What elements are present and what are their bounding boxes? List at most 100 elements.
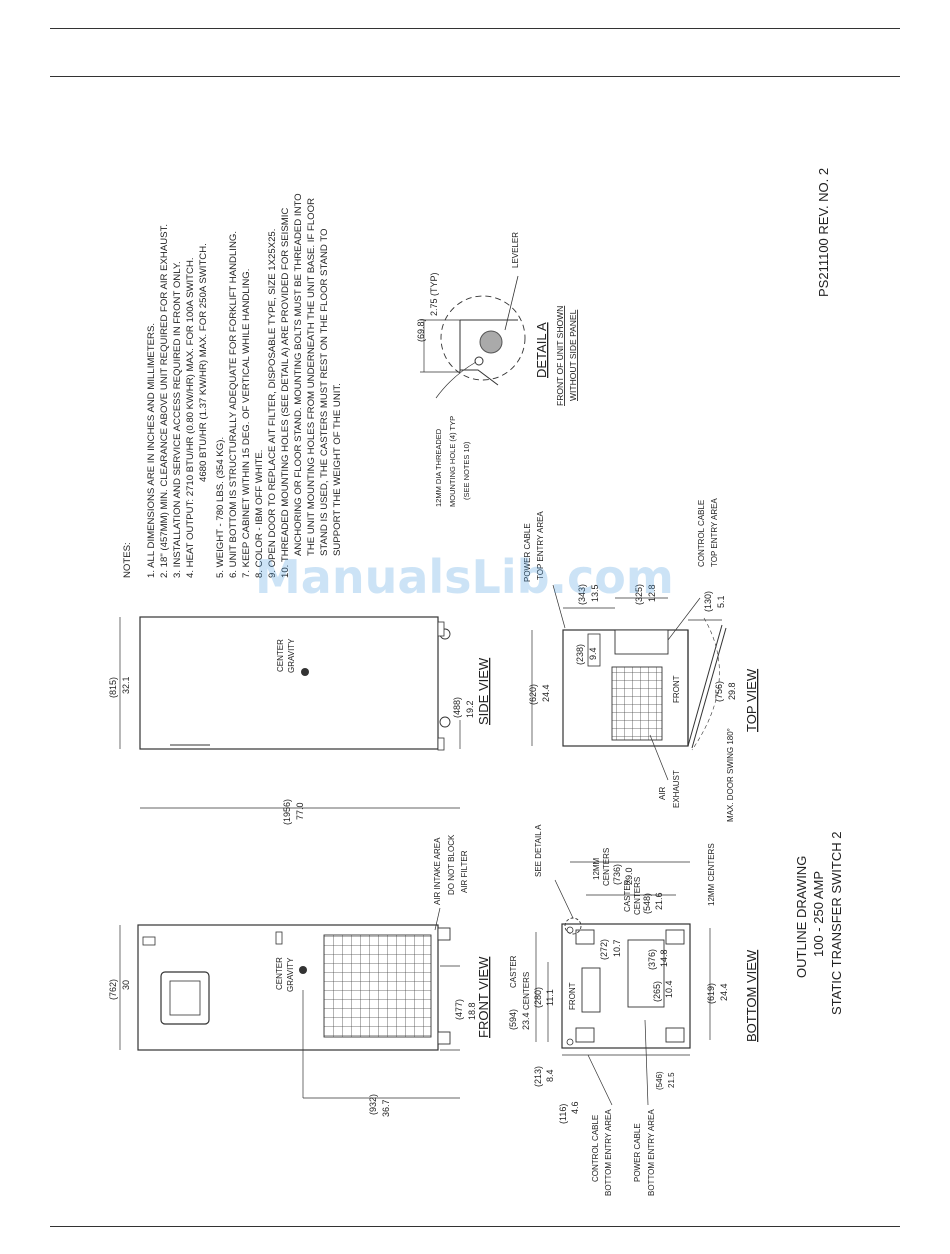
front-label: FRONT xyxy=(568,982,577,1010)
gravity-label: GRAVITY xyxy=(286,957,295,992)
center-gravity-icon xyxy=(299,966,307,974)
air-label: AIR xyxy=(658,786,667,800)
front-cg-in: 18.8 xyxy=(467,1002,477,1020)
document-number: PS211100 REV. NO. 2 xyxy=(816,168,831,297)
top-dim: (620) xyxy=(528,684,538,705)
bottom-dim: 21.6 xyxy=(654,892,664,910)
top-dim: (130) xyxy=(703,591,713,612)
bottom-dim: CENTERS xyxy=(522,972,531,1010)
side-view-label: SIDE VIEW xyxy=(476,657,491,725)
note-line: 10. THREADED MOUNTING HOLES (SEE DETAIL … xyxy=(280,208,291,578)
bottom-dim: 21.5 xyxy=(667,1072,676,1088)
see-detail-label: SEE DETAIL A xyxy=(534,824,543,877)
center-label: CENTER xyxy=(275,957,284,990)
title-line: STATIC TRANSFER SWITCH 2 xyxy=(829,832,844,1015)
side-cg-mm: (488) xyxy=(452,697,462,718)
bottom-rule xyxy=(50,1226,900,1227)
detail-a-dim-in: 2.75 (TYP) xyxy=(429,272,439,316)
top-power-cable-label: TOP ENTRY AREA xyxy=(536,511,545,580)
note-line: 4680 BTU/HR (1.37 KW/HR) MAX. FOR 250A S… xyxy=(198,243,209,482)
mounting-hole-icon xyxy=(474,356,484,366)
bottom-dim: 23.4 xyxy=(521,1012,531,1030)
air-intake-label: DO NOT BLOCK xyxy=(447,834,456,895)
note-line: STAND IS USED, THE CASTERS MUST REST ON … xyxy=(319,229,330,556)
title-line: 100 - 250 AMP xyxy=(811,871,826,957)
bottom-power-cable-label: POWER CABLE xyxy=(633,1123,642,1182)
bottom-view: SEE DETAIL A 12MM CENTERS (736) 29.0 CAS… xyxy=(508,824,759,1196)
top-dim: 29.8 xyxy=(727,682,737,700)
hole-note: 12MM DIA THREADED xyxy=(434,428,443,507)
bottom-dim: 14.8 xyxy=(659,949,669,967)
air-intake-label: AIR INTAKE AREA xyxy=(433,837,442,905)
note-line: SUPPORT THE WEIGHT OF THE UNIT. xyxy=(332,383,343,556)
gravity-label: GRAVITY xyxy=(287,638,296,673)
bottom-dim: CENTERS xyxy=(633,877,642,915)
bottom-dim: (376) xyxy=(647,949,657,970)
top-dim: 5.1 xyxy=(716,595,726,608)
side-height-mm: (1956) xyxy=(282,799,292,825)
hole-note: (SEE NOTES 10) xyxy=(462,441,471,500)
top-dim: (325) xyxy=(634,584,644,605)
top-dim: 13.5 xyxy=(590,584,600,602)
top-rule xyxy=(50,28,900,29)
side-view: (815) 32.1 (1956) 77.0 (488) 19.2 CENTER… xyxy=(108,616,491,825)
bottom-dim: (736) xyxy=(612,864,622,885)
leveler-label: LEVELER xyxy=(511,232,520,268)
detail-a-subtitle: FRONT OF UNIT SHOWN xyxy=(555,306,565,406)
top-control-cable-label: TOP ENTRY AREA xyxy=(710,498,719,567)
note-line: 9. OPEN DOOR TO REPLACE AIT FILTER, DISP… xyxy=(267,229,278,578)
front-width-in: 30 xyxy=(121,980,131,990)
bottom-dim: 8.4 xyxy=(545,1069,555,1082)
bottom-dim: 10.4 xyxy=(664,980,674,998)
bottom-dim: (548) xyxy=(642,893,652,914)
bottom-dim: (213) xyxy=(533,1066,543,1087)
note-line: 3. INSTALLATION AND SERVICE ACCESS REQUI… xyxy=(172,261,183,578)
leveler-icon xyxy=(479,330,503,354)
top-dim: 12.8 xyxy=(647,584,657,602)
note-line: 7. KEEP CABINET WITHIN 15 DEG. OF VERTIC… xyxy=(241,269,252,578)
top-control-cable-label: CONTROL CABLE xyxy=(697,500,706,567)
detail-a-dim-mm: (69.8) xyxy=(416,318,426,342)
note-line: 5. WEIGHT - 780 LBS. (354 KG). xyxy=(215,437,226,578)
bottom-power-cable-label: BOTTOM ENTRY AREA xyxy=(647,1109,656,1196)
title-block: OUTLINE DRAWING 100 - 250 AMP STATIC TRA… xyxy=(794,832,844,1015)
front-cg-mm: (477) xyxy=(454,999,464,1020)
detail-a: (69.8) 2.75 (TYP) LEVELER 12MM DIA THREA… xyxy=(416,232,578,507)
exhaust-label: EXHAUST xyxy=(672,770,681,808)
notes-block: NOTES: 1. ALL DIMENSIONS ARE IN INCHES A… xyxy=(122,193,343,578)
bottom-dim: 4.6 xyxy=(570,1101,580,1114)
note-line: 1. ALL DIMENSIONS ARE IN INCHES AND MILL… xyxy=(146,323,157,578)
top-power-cable-label: POWER CABLE xyxy=(523,523,532,582)
center-gravity-icon xyxy=(301,668,309,676)
bottom-dim: (594) xyxy=(508,1009,518,1030)
note-line: ANCHORING OR FLOOR STAND. MOUNTING BOLTS… xyxy=(293,193,304,556)
side-height-in: 77.0 xyxy=(295,802,305,820)
bottom-dim: (116) xyxy=(558,1104,568,1124)
side-depth-in: 32.1 xyxy=(121,676,131,694)
title-line: OUTLINE DRAWING xyxy=(794,856,809,978)
front-height-in: 36.7 xyxy=(381,1099,391,1117)
exhaust-grille xyxy=(611,666,663,741)
note-line: 2. 18" (457MM) MIN. CLEARANCE ABOVE UNIT… xyxy=(159,224,170,578)
watermark: ManualsLib.com xyxy=(255,550,674,604)
bottom-dim: 12MM xyxy=(592,857,601,880)
top-dim: 24.4 xyxy=(541,684,551,702)
front-width-mm: (762) xyxy=(108,979,118,1000)
bottom-dim: (619) xyxy=(706,983,716,1004)
bottom-dim: CENTERS xyxy=(602,848,611,886)
bottom-dim: (546) xyxy=(655,1071,664,1090)
front-label: FRONT xyxy=(672,675,681,703)
bottom-control-cable-label: CONTROL CABLE xyxy=(591,1115,600,1182)
side-cg-in: 19.2 xyxy=(465,700,475,718)
header-rule xyxy=(50,76,900,77)
center-label: CENTER xyxy=(276,639,285,672)
top-dim: (756) xyxy=(714,681,724,702)
bottom-dim: 11.1 xyxy=(545,989,555,1006)
bottom-dim: 24.4 xyxy=(719,983,729,1001)
detail-a-title: DETAIL A xyxy=(534,322,549,378)
bottom-dim: (280) xyxy=(533,987,543,1008)
note-line: 6. UNIT BOTTOM IS STRUCTURALLY ADEQUATE … xyxy=(228,231,239,578)
hole-note: MOUNTING HOLE (4) TYP xyxy=(448,416,457,507)
front-view-label: FRONT VIEW xyxy=(476,956,491,1038)
